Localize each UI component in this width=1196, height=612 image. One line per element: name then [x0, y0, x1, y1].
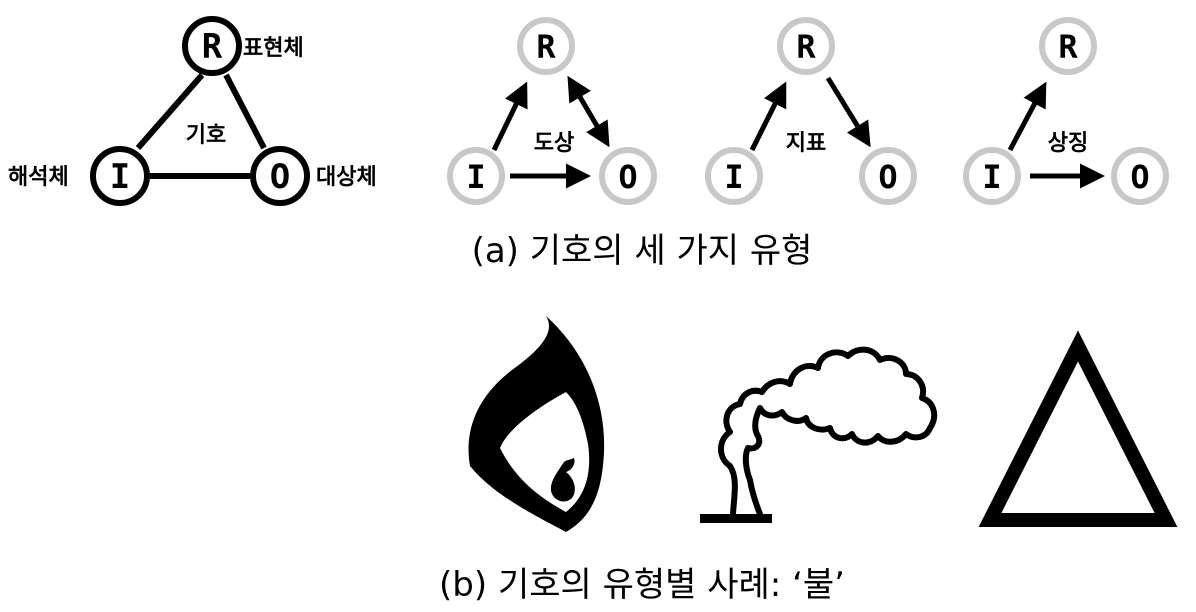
- type-index-node-r: [777, 17, 835, 75]
- sign-triad-diagram: R 표현체 I 해석체 O 대상체 기호: [8, 16, 377, 206]
- type-icon-node-i: [447, 147, 505, 205]
- triangle-icon: [978, 330, 1178, 527]
- triad-edge-r-i: [135, 73, 205, 150]
- node-representamen-letter: R: [202, 27, 223, 67]
- arrow-i-to-r: [1007, 81, 1047, 152]
- type-icon-node-o-letter: O: [618, 158, 637, 196]
- type-symbol-node-o-letter: O: [1130, 158, 1149, 196]
- type-symbol-node-r-letter: R: [1058, 28, 1078, 66]
- node-representamen: [182, 16, 242, 76]
- type-icon-diagram: R I O 도상: [447, 17, 657, 205]
- triad-edge-r-o: [223, 73, 267, 150]
- arrow-r-o-bidirectional: [567, 75, 610, 148]
- smoke-icon: [700, 346, 938, 523]
- type-index-diagram: R I O 지표: [705, 17, 917, 205]
- type-icon-label: 도상: [534, 131, 574, 156]
- type-symbol-node-o: [1111, 147, 1169, 205]
- arrow-r-to-o: [825, 76, 871, 148]
- type-icon-node-i-letter: I: [466, 158, 485, 196]
- type-symbol-node-r: [1039, 17, 1097, 75]
- caption-a: (a) 기호의 세 가지 유형: [472, 231, 813, 271]
- type-symbol-diagram: R I O 상징: [963, 17, 1169, 205]
- triad-center-label: 기호: [186, 123, 226, 148]
- type-symbol-label: 상징: [1048, 131, 1088, 156]
- representamen-label: 표현체: [243, 36, 304, 61]
- type-index-label: 지표: [786, 131, 826, 156]
- type-icon-node-r: [517, 17, 575, 75]
- interpretant-label: 해석체: [8, 165, 69, 190]
- type-index-node-o: [859, 147, 917, 205]
- type-index-node-r-letter: R: [796, 28, 816, 66]
- node-object-letter: O: [270, 157, 290, 197]
- type-symbol-node-i: [963, 147, 1021, 205]
- node-object: [250, 146, 310, 206]
- type-index-node-i-letter: I: [724, 158, 743, 196]
- arrow-i-to-r: [749, 81, 787, 152]
- node-interpretant-letter: I: [110, 157, 130, 197]
- object-label: 대상체: [316, 165, 377, 190]
- type-symbol-node-i-letter: I: [982, 158, 1001, 196]
- type-index-node-o-letter: O: [878, 158, 897, 196]
- arrow-i-to-r: [491, 81, 528, 152]
- flame-icon: [468, 316, 605, 532]
- type-icon-node-r-letter: R: [536, 28, 556, 66]
- type-index-node-i: [705, 147, 763, 205]
- caption-b: (b) 기호의 유형별 사례: ‘불’: [439, 565, 845, 605]
- type-icon-node-o: [599, 147, 657, 205]
- node-interpretant: [90, 146, 150, 206]
